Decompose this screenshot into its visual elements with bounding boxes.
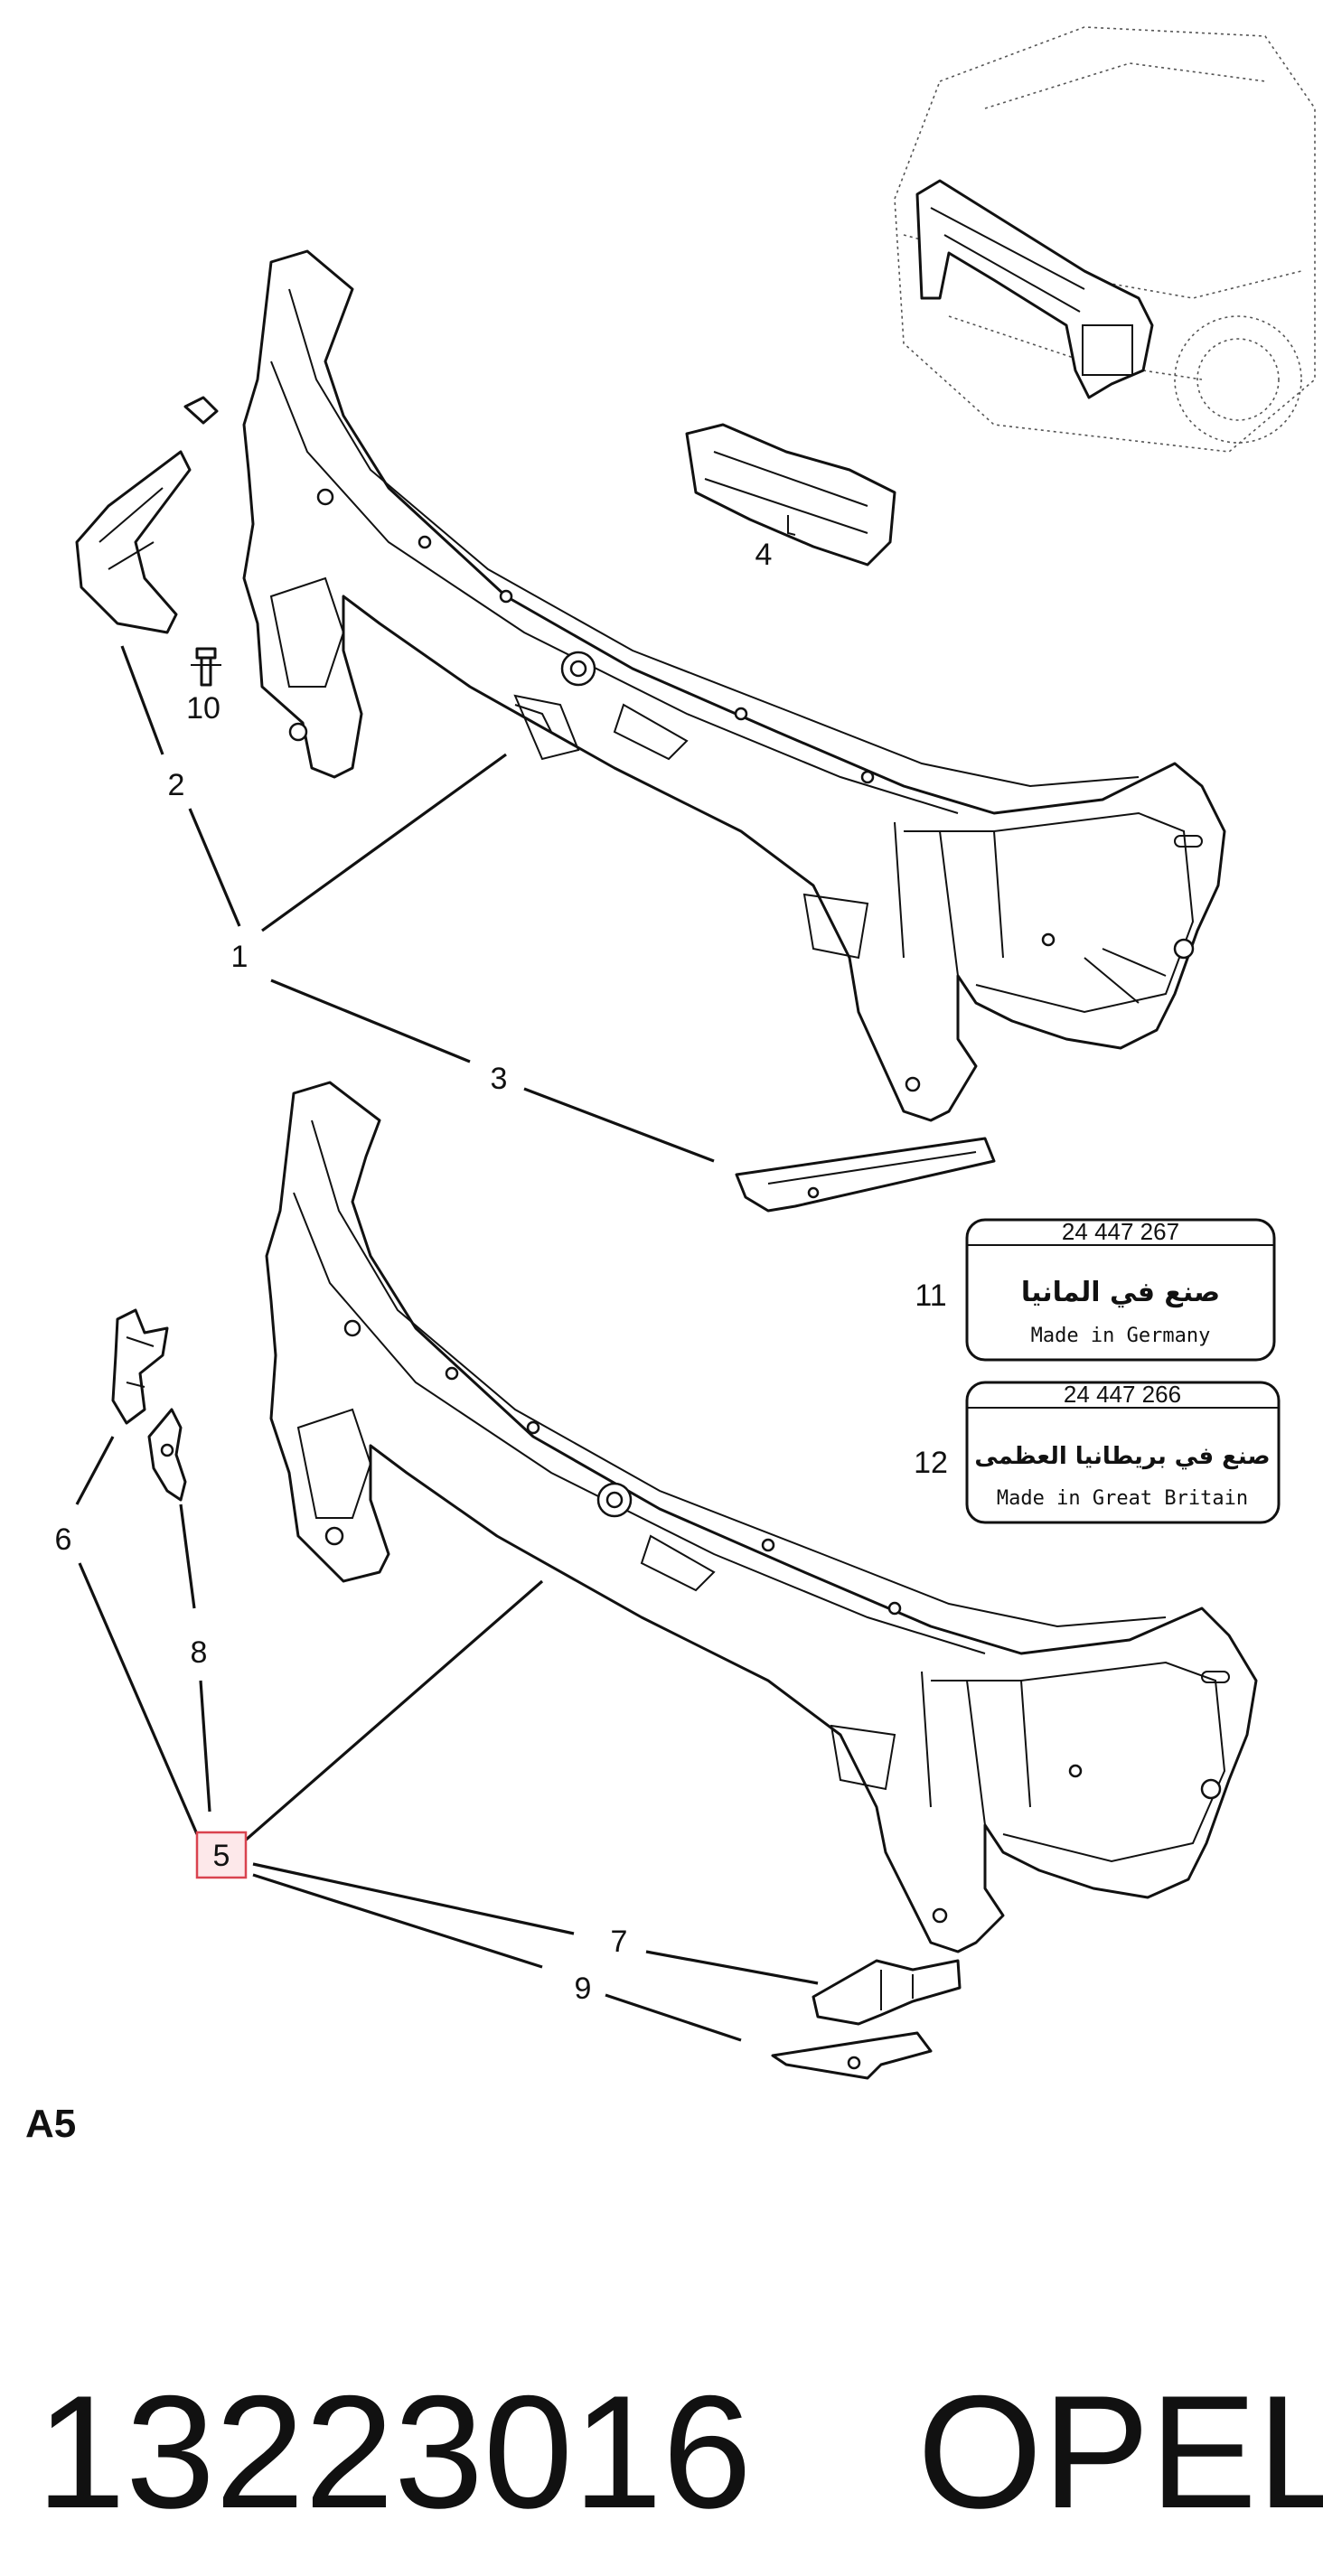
origin-label-great-britain: 24 447 266 صنع في بريطانيا العظمى Made i… <box>965 1381 1281 1524</box>
brand-name: OPEL <box>917 2362 1323 2542</box>
part-4-block <box>685 423 896 567</box>
part-2-bracket <box>75 450 192 634</box>
callout-8: 8 <box>191 1635 208 1670</box>
callout-12: 12 <box>914 1446 948 1480</box>
label-12-english: Made in Great Britain <box>997 1487 1248 1510</box>
origin-label-germany: 24 447 267 صنع في المانيا Made in German… <box>965 1218 1276 1362</box>
callout-7: 7 <box>611 1925 628 1959</box>
label-12-arabic: صنع في بريطانيا العظمى <box>974 1443 1270 1470</box>
label-11-number: 24 447 267 <box>1062 1218 1179 1245</box>
callout-6: 6 <box>55 1522 72 1557</box>
callout-1: 1 <box>231 940 249 974</box>
callout-4: 4 <box>755 538 773 572</box>
callout-3: 3 <box>491 1062 508 1096</box>
upper-front-end-panel <box>242 249 1226 1122</box>
callout-11: 11 <box>915 1279 946 1313</box>
part-3-strip <box>735 1137 996 1213</box>
callout-5-highlight <box>195 1831 248 1879</box>
part-8-bracket <box>147 1408 187 1502</box>
callout-9: 9 <box>575 1972 592 2006</box>
part-10-bolt <box>191 647 221 687</box>
group-code: A5 <box>25 2102 76 2146</box>
part-9-bracket <box>771 2031 933 2080</box>
leader-lines <box>75 645 819 2042</box>
callout-2: 2 <box>168 768 185 802</box>
lower-front-end-panel <box>265 1081 1258 1953</box>
callout-10: 10 <box>186 691 220 726</box>
label-11-english: Made in Germany <box>1031 1325 1211 1347</box>
label-11-arabic: صنع في المانيا <box>1021 1277 1220 1308</box>
part-number: 13223016 <box>36 2362 752 2542</box>
part-7-bracket <box>812 1959 962 2026</box>
vehicle-location-thumbnail <box>894 26 1316 453</box>
label-12-number: 24 447 266 <box>1064 1381 1181 1408</box>
callout-5: 5 <box>213 1839 230 1873</box>
part-6-bracket <box>111 1308 169 1425</box>
callouts: 1 2 3 4 5 6 7 8 9 10 11 12 <box>55 538 948 2006</box>
clip-fastener <box>183 396 219 425</box>
